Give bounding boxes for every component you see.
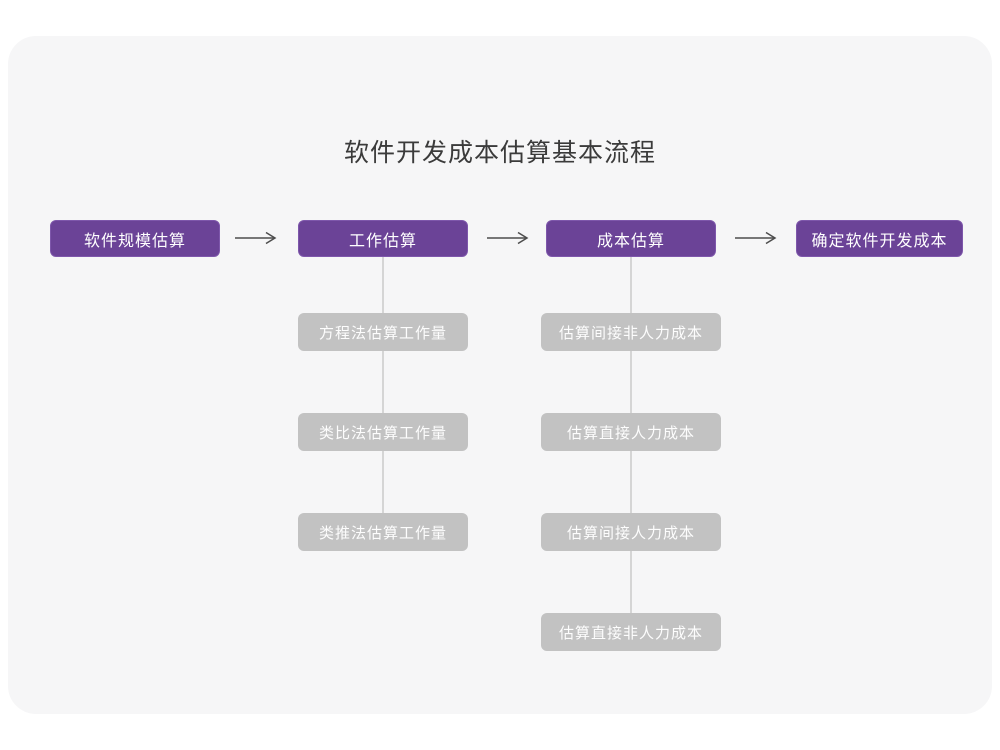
flow-node-label: 软件规模估算 <box>83 232 186 250</box>
arrow-right-icon <box>487 231 529 245</box>
flow-node-label: 确定软件开发成本 <box>811 232 948 250</box>
sub-node-label: 估算直接人力成本 <box>566 424 695 442</box>
connector-line-work-estimation <box>382 257 384 533</box>
flow-node-label: 工作估算 <box>348 232 417 250</box>
flow-node-cost-estimation: 成本估算 <box>546 220 716 257</box>
flow-node-software-scale-estimation: 软件规模估算 <box>50 220 220 257</box>
sub-node-indirect-labor-cost: 估算间接人力成本 <box>541 513 721 551</box>
sub-node-indirect-nonlabor-cost: 估算间接非人力成本 <box>541 313 721 351</box>
sub-node-label: 估算间接非人力成本 <box>558 324 703 342</box>
arrow-right-icon <box>235 231 277 245</box>
sub-node-extrapolation-method: 类推法估算工作量 <box>298 513 468 551</box>
sub-node-label: 估算间接人力成本 <box>566 524 695 542</box>
flow-node-work-estimation: 工作估算 <box>298 220 468 257</box>
sub-node-equation-method: 方程法估算工作量 <box>298 313 468 351</box>
flow-node-label: 成本估算 <box>596 232 665 250</box>
sub-node-analogy-method: 类比法估算工作量 <box>298 413 468 451</box>
sub-node-label: 估算直接非人力成本 <box>558 624 703 642</box>
sub-node-label: 类比法估算工作量 <box>318 424 447 442</box>
sub-node-direct-nonlabor-cost: 估算直接非人力成本 <box>541 613 721 651</box>
arrow-right-icon <box>735 231 777 245</box>
flow-node-determine-development-cost: 确定软件开发成本 <box>796 220 963 257</box>
sub-node-label: 类推法估算工作量 <box>318 524 447 542</box>
sub-node-direct-labor-cost: 估算直接人力成本 <box>541 413 721 451</box>
sub-node-label: 方程法估算工作量 <box>318 324 447 342</box>
diagram-title: 软件开发成本估算基本流程 <box>343 139 656 167</box>
diagram-card: 软件开发成本估算基本流程 软件规模估算 工作估算 成本估算 确定软件开发成本 <box>8 36 992 714</box>
